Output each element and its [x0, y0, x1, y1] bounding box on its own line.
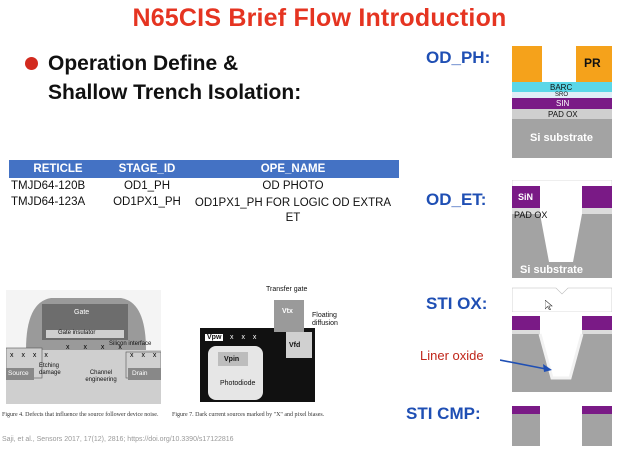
etching-damage-label: Etching damage	[39, 363, 61, 376]
gate-label: Gate	[74, 309, 90, 316]
table-cell: TMJD64-123A	[11, 196, 86, 208]
pr-label: PR	[584, 56, 601, 70]
defect-marks-channel: x x x x	[66, 344, 128, 351]
vpw-label: Vpw	[205, 334, 224, 341]
barc-label: BARC	[550, 83, 573, 92]
drain-label: Drain	[132, 370, 148, 377]
vpin-label: Vpin	[224, 356, 240, 363]
table-header-cell: STAGE_ID	[107, 160, 187, 178]
table-header-cell: RETICLE	[9, 160, 107, 178]
figure-7-caption: Figure 7. Dark current sources marked by…	[172, 412, 325, 418]
table-cell: OD PHOTO	[262, 180, 324, 192]
defect-marks-source: x x x x	[10, 352, 51, 359]
table-cell: TMJD64-120B	[11, 180, 86, 192]
table-cell: OD1PX1_PH	[113, 196, 181, 208]
table-header-cell: OPE_NAME	[187, 160, 399, 178]
sin-label: SIN	[556, 99, 570, 108]
table-row: TMJD64-123A OD1PX1_PH OD1PX1_PH FOR LOGI…	[9, 194, 399, 228]
floating-diffusion-label: Floating diffusion	[312, 312, 338, 327]
table-cell: OD1_PH	[123, 180, 171, 192]
bullet-heading-line-2: Shallow Trench Isolation:	[48, 81, 302, 104]
table-header-row: RETICLE STAGE_ID OPE_NAME	[9, 160, 399, 178]
substrate-label: Si substrate	[520, 264, 583, 276]
table-row: TMJD64-120B OD1_PH OD PHOTO	[9, 178, 399, 194]
liner-oxide-label: Liner oxide	[420, 348, 484, 363]
silicon-interface-label: Silicon interface	[109, 341, 152, 347]
reticle-table: RETICLE STAGE_ID OPE_NAME TMJD64-120B OD…	[9, 160, 399, 228]
sti-cmp-label: STI CMP:	[406, 404, 481, 423]
od-ph-stack: PR BARC SRO SIN PAD OX Si substrate	[512, 46, 612, 158]
figure-4-caption: Figure 4. Defects that influence the sou…	[2, 412, 159, 418]
slide-title: N65CIS Brief Flow Introduction	[132, 4, 507, 32]
bullet-dot	[25, 57, 38, 70]
bullet-heading-line-1: Operation Define &	[48, 52, 239, 75]
mosfet-defect-figure: Gate Gate insulator Silicon interface So…	[5, 290, 162, 404]
footer-citation: Saji, et al., Sensors 2017, 17(12), 2816…	[2, 436, 234, 443]
transfer-gate-label: Transfer gate	[266, 286, 308, 293]
sti-ox-stack	[511, 286, 613, 392]
substrate-label: Si substrate	[530, 132, 593, 144]
od-et-label: OD_ET:	[426, 190, 487, 209]
photodiode-label: Photodiode	[220, 380, 256, 387]
sro-label: SRO	[555, 92, 569, 98]
sin-label: SiN	[518, 192, 534, 202]
liner-oxide-arrow	[499, 358, 552, 372]
vtx-label: Vtx	[282, 308, 293, 315]
gate-insulator-label: Gate insulator	[58, 330, 96, 336]
vfd-label: Vfd	[289, 342, 301, 349]
table-cell: OD1PX1_PH FOR LOGIC OD EXTRA ET	[194, 197, 392, 224]
sti-cmp-stack	[512, 406, 612, 446]
defect-marks-drain: x x x	[130, 352, 160, 359]
od-ph-label: OD_PH:	[426, 48, 491, 67]
source-label: Source	[8, 370, 29, 377]
defect-marks-pixel: x x x	[230, 334, 260, 341]
channel-engineering-label: Channel engineering	[85, 370, 117, 383]
sti-ox-label: STI OX:	[426, 294, 488, 313]
mouse-cursor-icon	[544, 297, 553, 311]
od-et-stack: SiN PAD OX Si substrate	[511, 179, 613, 279]
pad-ox-label: PAD OX	[514, 210, 548, 220]
pixel-dark-current-figure: Vtx Vfd Vpw Vpin Photodiode x x x	[200, 290, 315, 402]
pad-ox-label: PAD OX	[548, 110, 578, 119]
